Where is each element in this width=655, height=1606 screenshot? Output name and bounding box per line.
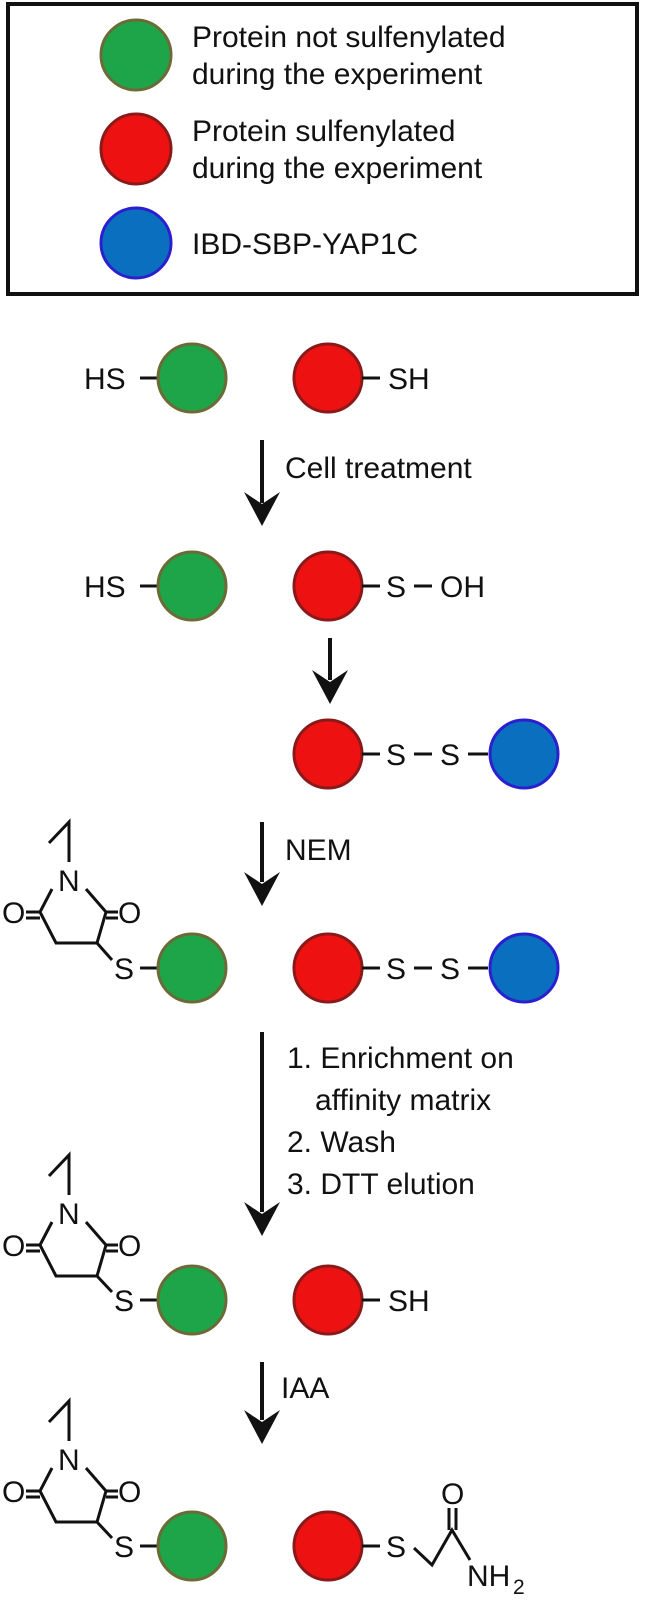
- oh-label: OH: [440, 571, 485, 604]
- red-protein: [292, 550, 364, 622]
- red-protein: [292, 1264, 364, 1336]
- ethyl-chain: [47, 818, 71, 862]
- o-atom: O: [2, 1476, 25, 1509]
- row-eluted: N O O S SH: [2, 1151, 430, 1336]
- s-label: S: [440, 953, 460, 986]
- legend-green-label-line2: during the experiment: [192, 58, 483, 91]
- row-iaa: N O O S S O NH 2: [2, 1397, 525, 1599]
- step-label-dtt-elution: 3. DTT elution: [287, 1168, 475, 1201]
- ring-bonds: [38, 1467, 108, 1524]
- row-captured: S S: [292, 718, 560, 790]
- green-protein: [156, 932, 228, 1004]
- legend-green-label-line1: Protein not sulfenylated: [192, 21, 506, 54]
- carboxamidomethyl-structure: O NH 2: [412, 1478, 525, 1599]
- step-iaa: IAA: [244, 1362, 329, 1444]
- step-enrichment: 1. Enrichment on affinity matrix 2. Wash…: [244, 1032, 514, 1236]
- s-label: S: [114, 953, 134, 986]
- blue-probe: [488, 932, 560, 1004]
- step-capture: [312, 638, 348, 704]
- n-atom: N: [58, 865, 80, 898]
- arrow-head-icon: [244, 1202, 280, 1236]
- hs-label: HS: [84, 571, 126, 604]
- o-atom: O: [118, 897, 141, 930]
- green-protein: [156, 550, 228, 622]
- sh-label: SH: [388, 363, 430, 396]
- thioether-bond: [95, 1520, 114, 1540]
- step-label-enrichment-1b: affinity matrix: [315, 1084, 491, 1117]
- o-atom: O: [441, 1478, 464, 1511]
- nem-adduct-structure: N O O: [2, 818, 141, 961]
- ring-bonds: [38, 888, 108, 945]
- step-nem: NEM: [244, 822, 352, 906]
- red-protein: [292, 932, 364, 1004]
- nem-adduct-structure: N O O: [2, 1151, 141, 1294]
- legend-red-swatch: [99, 112, 173, 186]
- o-atom: O: [2, 897, 25, 930]
- red-protein: [292, 1510, 364, 1582]
- s-label: S: [386, 1531, 406, 1564]
- s-label: S: [114, 1531, 134, 1564]
- row-treated: HS S OH: [84, 550, 485, 622]
- thioether-bond: [95, 942, 114, 961]
- nh-label: NH: [467, 1560, 510, 1593]
- step-label-cell-treatment: Cell treatment: [285, 452, 472, 485]
- ring-bonds: [38, 1221, 108, 1278]
- row-nem: N O O S S S: [2, 818, 560, 1004]
- step-label-nem: NEM: [285, 834, 352, 867]
- s-label: S: [114, 1285, 134, 1318]
- acetamide-bonds: [412, 1527, 472, 1568]
- s-label: S: [440, 739, 460, 772]
- arrow-head-icon: [244, 1410, 280, 1444]
- n-atom: N: [58, 1444, 80, 1477]
- nem-adduct-structure: N O O: [2, 1397, 141, 1540]
- s-label: S: [386, 739, 406, 772]
- green-protein: [156, 1264, 228, 1336]
- green-protein: [156, 1510, 228, 1582]
- step-label-iaa: IAA: [281, 1372, 329, 1405]
- legend-green-swatch: [99, 18, 173, 92]
- red-protein: [292, 718, 364, 790]
- arrow-head-icon: [312, 670, 348, 704]
- o-atom: O: [118, 1230, 141, 1263]
- row-initial: HS SH: [84, 342, 430, 414]
- thioether-bond: [95, 1274, 114, 1294]
- s-label: S: [386, 953, 406, 986]
- legend-blue-swatch: [99, 206, 173, 280]
- green-protein: [156, 342, 228, 414]
- legend-blue-label: IBD-SBP-YAP1C: [192, 228, 418, 261]
- nh2-subscript: 2: [513, 1576, 525, 1599]
- ethyl-chain: [47, 1397, 71, 1441]
- legend-red-label-line2: during the experiment: [192, 152, 483, 185]
- blue-probe: [488, 718, 560, 790]
- s-label: S: [386, 571, 406, 604]
- step-cell-treatment: Cell treatment: [244, 440, 472, 526]
- arrow-head-icon: [244, 492, 280, 526]
- legend-red-label-line1: Protein sulfenylated: [192, 115, 456, 148]
- sh-label: SH: [388, 1285, 430, 1318]
- step-label-wash: 2. Wash: [287, 1126, 396, 1159]
- arrow-head-icon: [244, 872, 280, 906]
- n-atom: N: [58, 1198, 80, 1231]
- hs-label: HS: [84, 363, 126, 396]
- step-label-enrichment-1: 1. Enrichment on: [287, 1042, 514, 1075]
- legend: Protein not sulfenylated during the expe…: [6, 2, 639, 296]
- o-atom: O: [118, 1476, 141, 1509]
- red-protein: [292, 342, 364, 414]
- ethyl-chain: [47, 1151, 71, 1195]
- o-atom: O: [2, 1230, 25, 1263]
